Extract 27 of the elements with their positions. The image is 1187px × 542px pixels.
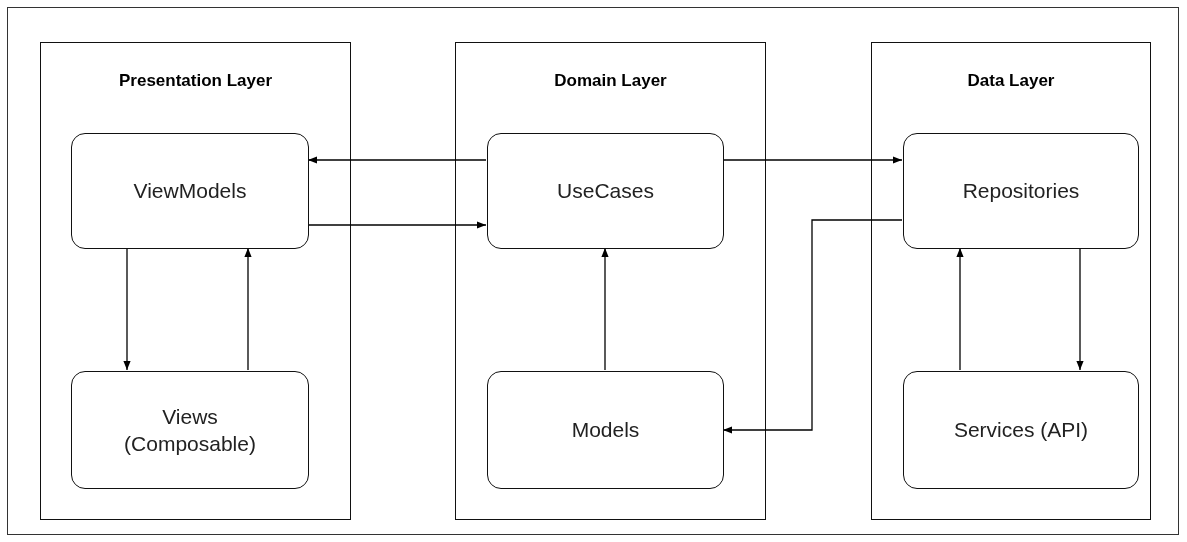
component-box [487,371,724,489]
arrow [722,156,903,164]
arrow [244,247,252,371]
layer-container [455,42,766,520]
arrow [956,247,964,371]
component-box [487,133,724,249]
component-box [71,133,309,249]
component-box [903,133,1139,249]
arrow [1076,247,1084,371]
layer-title: Domain Layer [553,71,668,91]
component-box [71,371,309,489]
component-label: Views (Composable) [123,403,257,457]
layer-container [871,42,1151,520]
arrow [123,247,131,371]
arrow [307,221,487,229]
layer-container [40,42,351,520]
component-label: UseCases [556,178,655,205]
component-label: Services (API) [952,417,1090,444]
component-label: Repositories [961,178,1081,205]
layer-title: Data Layer [966,71,1056,91]
arrow [601,247,609,371]
layer-title: Presentation Layer [117,71,274,91]
component-box [903,371,1139,489]
arrow [722,219,903,434]
component-label: Models [570,417,641,444]
arrow [307,156,487,164]
component-label: ViewModels [132,178,248,205]
